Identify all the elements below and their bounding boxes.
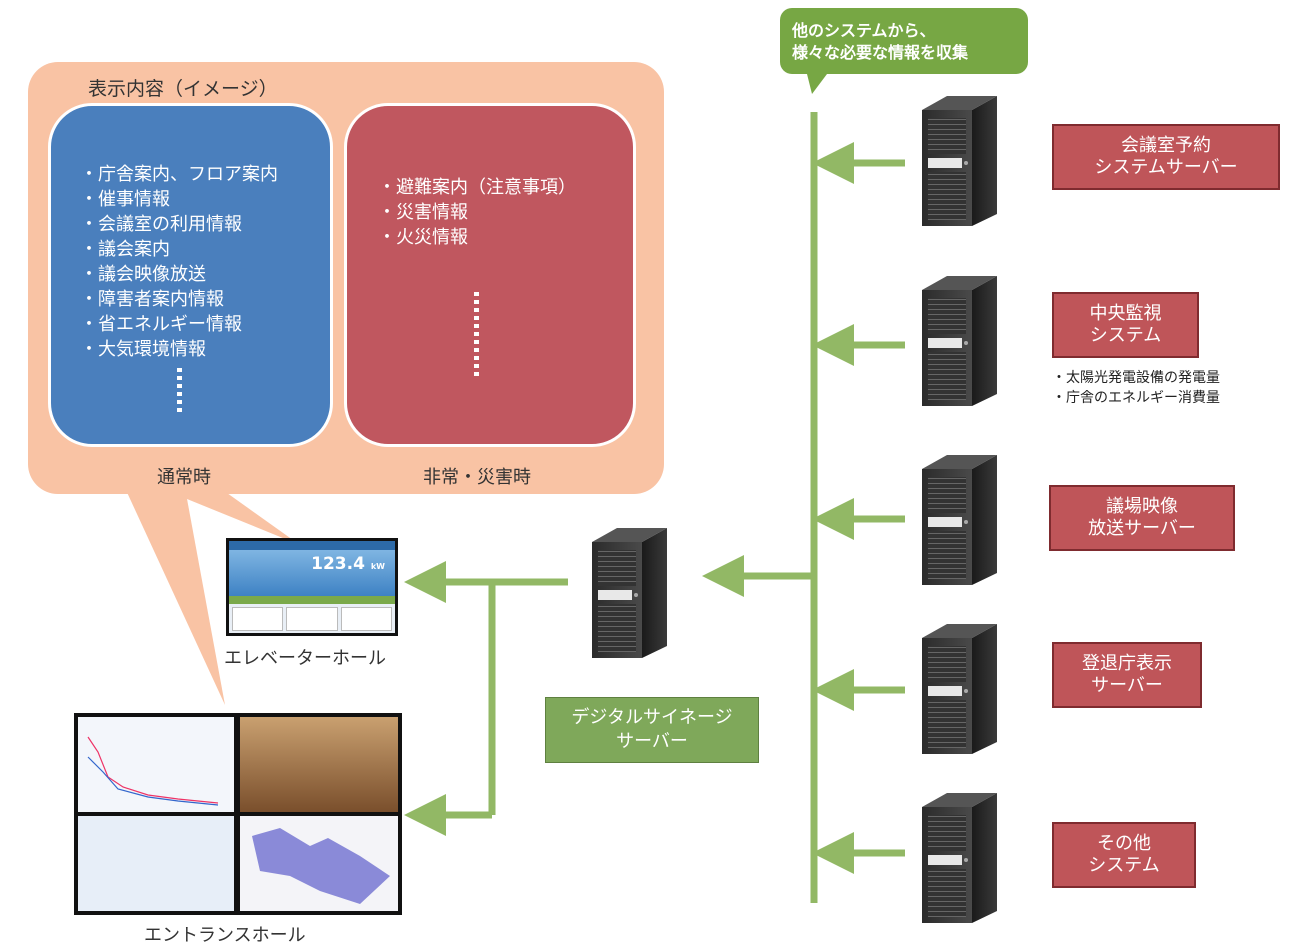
signage-label-line: サーバー <box>616 731 688 752</box>
screen-widget <box>286 607 338 631</box>
screen-widget <box>232 607 284 631</box>
continuation-dots <box>474 292 479 378</box>
system-label-line: 放送サーバー <box>1088 518 1196 539</box>
list-item: 火災情報 <box>378 225 576 250</box>
server-tower-2 <box>922 276 997 406</box>
screen-widget <box>340 607 392 631</box>
continuation-dots <box>177 368 182 412</box>
callout-pointer <box>806 70 830 94</box>
server-tower-5 <box>922 793 997 923</box>
system-label-line: サーバー <box>1091 675 1163 696</box>
list-item: 障害者案内情報 <box>80 287 278 312</box>
video-wall-panel-guide <box>78 816 234 911</box>
system-label-line: システム <box>1089 325 1162 346</box>
elevator-hall-label: エレベーターホール <box>224 648 386 669</box>
signage-server-label: デジタルサイネージ サーバー <box>545 697 759 763</box>
list-item: 災害情報 <box>378 200 576 225</box>
system-label-line: 議場映像 <box>1106 496 1178 517</box>
monitoring-notes: ・太陽光発電設備の発電量 ・庁舎のエネルギー消費量 <box>1052 368 1220 408</box>
info-callout-line: 他のシステムから、 <box>792 21 936 40</box>
system-label-central-monitoring: 中央監視 システム <box>1052 292 1199 358</box>
system-label-line: 会議室予約 <box>1121 135 1211 156</box>
list-item: 大気環境情報 <box>80 337 278 362</box>
system-label-attendance: 登退庁表示 サーバー <box>1052 642 1202 708</box>
server-tower-1 <box>922 96 997 226</box>
note-item: ・庁舎のエネルギー消費量 <box>1052 390 1220 406</box>
info-callout-text: 他のシステムから、 様々な必要な情報を収集 <box>792 20 968 64</box>
video-wall-panel-map <box>240 816 398 911</box>
system-label-line: 登退庁表示 <box>1082 653 1172 674</box>
list-item: 省エネルギー情報 <box>80 312 278 337</box>
system-label-meeting-room: 会議室予約 システムサーバー <box>1052 124 1280 190</box>
system-label-line: システムサーバー <box>1094 157 1238 178</box>
note-item: ・太陽光発電設備の発電量 <box>1052 370 1220 386</box>
power-value: 123.4 <box>311 554 365 574</box>
server-tower-3 <box>922 455 997 585</box>
video-wall-panel-assembly <box>240 717 398 812</box>
normal-content-list: 庁舎案内、フロア案内 催事情報 会議室の利用情報 議会案内 議会映像放送 障害者… <box>80 162 278 362</box>
normal-caption: 通常時 <box>157 467 211 488</box>
emergency-content-box <box>344 103 636 447</box>
system-label-line: その他 <box>1097 833 1151 854</box>
list-item: 催事情報 <box>80 187 278 212</box>
system-label-assembly-broadcast: 議場映像 放送サーバー <box>1049 485 1235 551</box>
emergency-content-list: 避難案内（注意事項） 災害情報 火災情報 <box>378 175 576 250</box>
emergency-caption: 非常・災害時 <box>423 467 531 488</box>
system-label-line: システム <box>1088 855 1160 876</box>
list-item: 議会案内 <box>80 237 278 262</box>
video-wall-panel-chart <box>78 717 234 812</box>
system-label-line: 中央監視 <box>1089 303 1162 324</box>
power-unit: kW <box>370 562 385 571</box>
system-label-other: その他 システム <box>1052 822 1196 888</box>
panel-title: 表示内容（イメージ） <box>88 78 278 100</box>
elevator-hall-screen: 123.4 kW <box>226 538 398 636</box>
signage-label-line: デジタルサイネージ <box>571 707 733 728</box>
info-callout-line: 様々な必要な情報を収集 <box>792 43 969 62</box>
entrance-hall-video-wall <box>74 713 402 915</box>
server-tower-4 <box>922 624 997 754</box>
info-collection-callout <box>780 8 1028 74</box>
list-item: 避難案内（注意事項） <box>378 175 576 200</box>
entrance-hall-label: エントランスホール <box>144 925 306 946</box>
list-item: 会議室の利用情報 <box>80 212 278 237</box>
signage-server-tower <box>592 528 667 658</box>
list-item: 議会映像放送 <box>80 262 278 287</box>
list-item: 庁舎案内、フロア案内 <box>80 162 278 187</box>
